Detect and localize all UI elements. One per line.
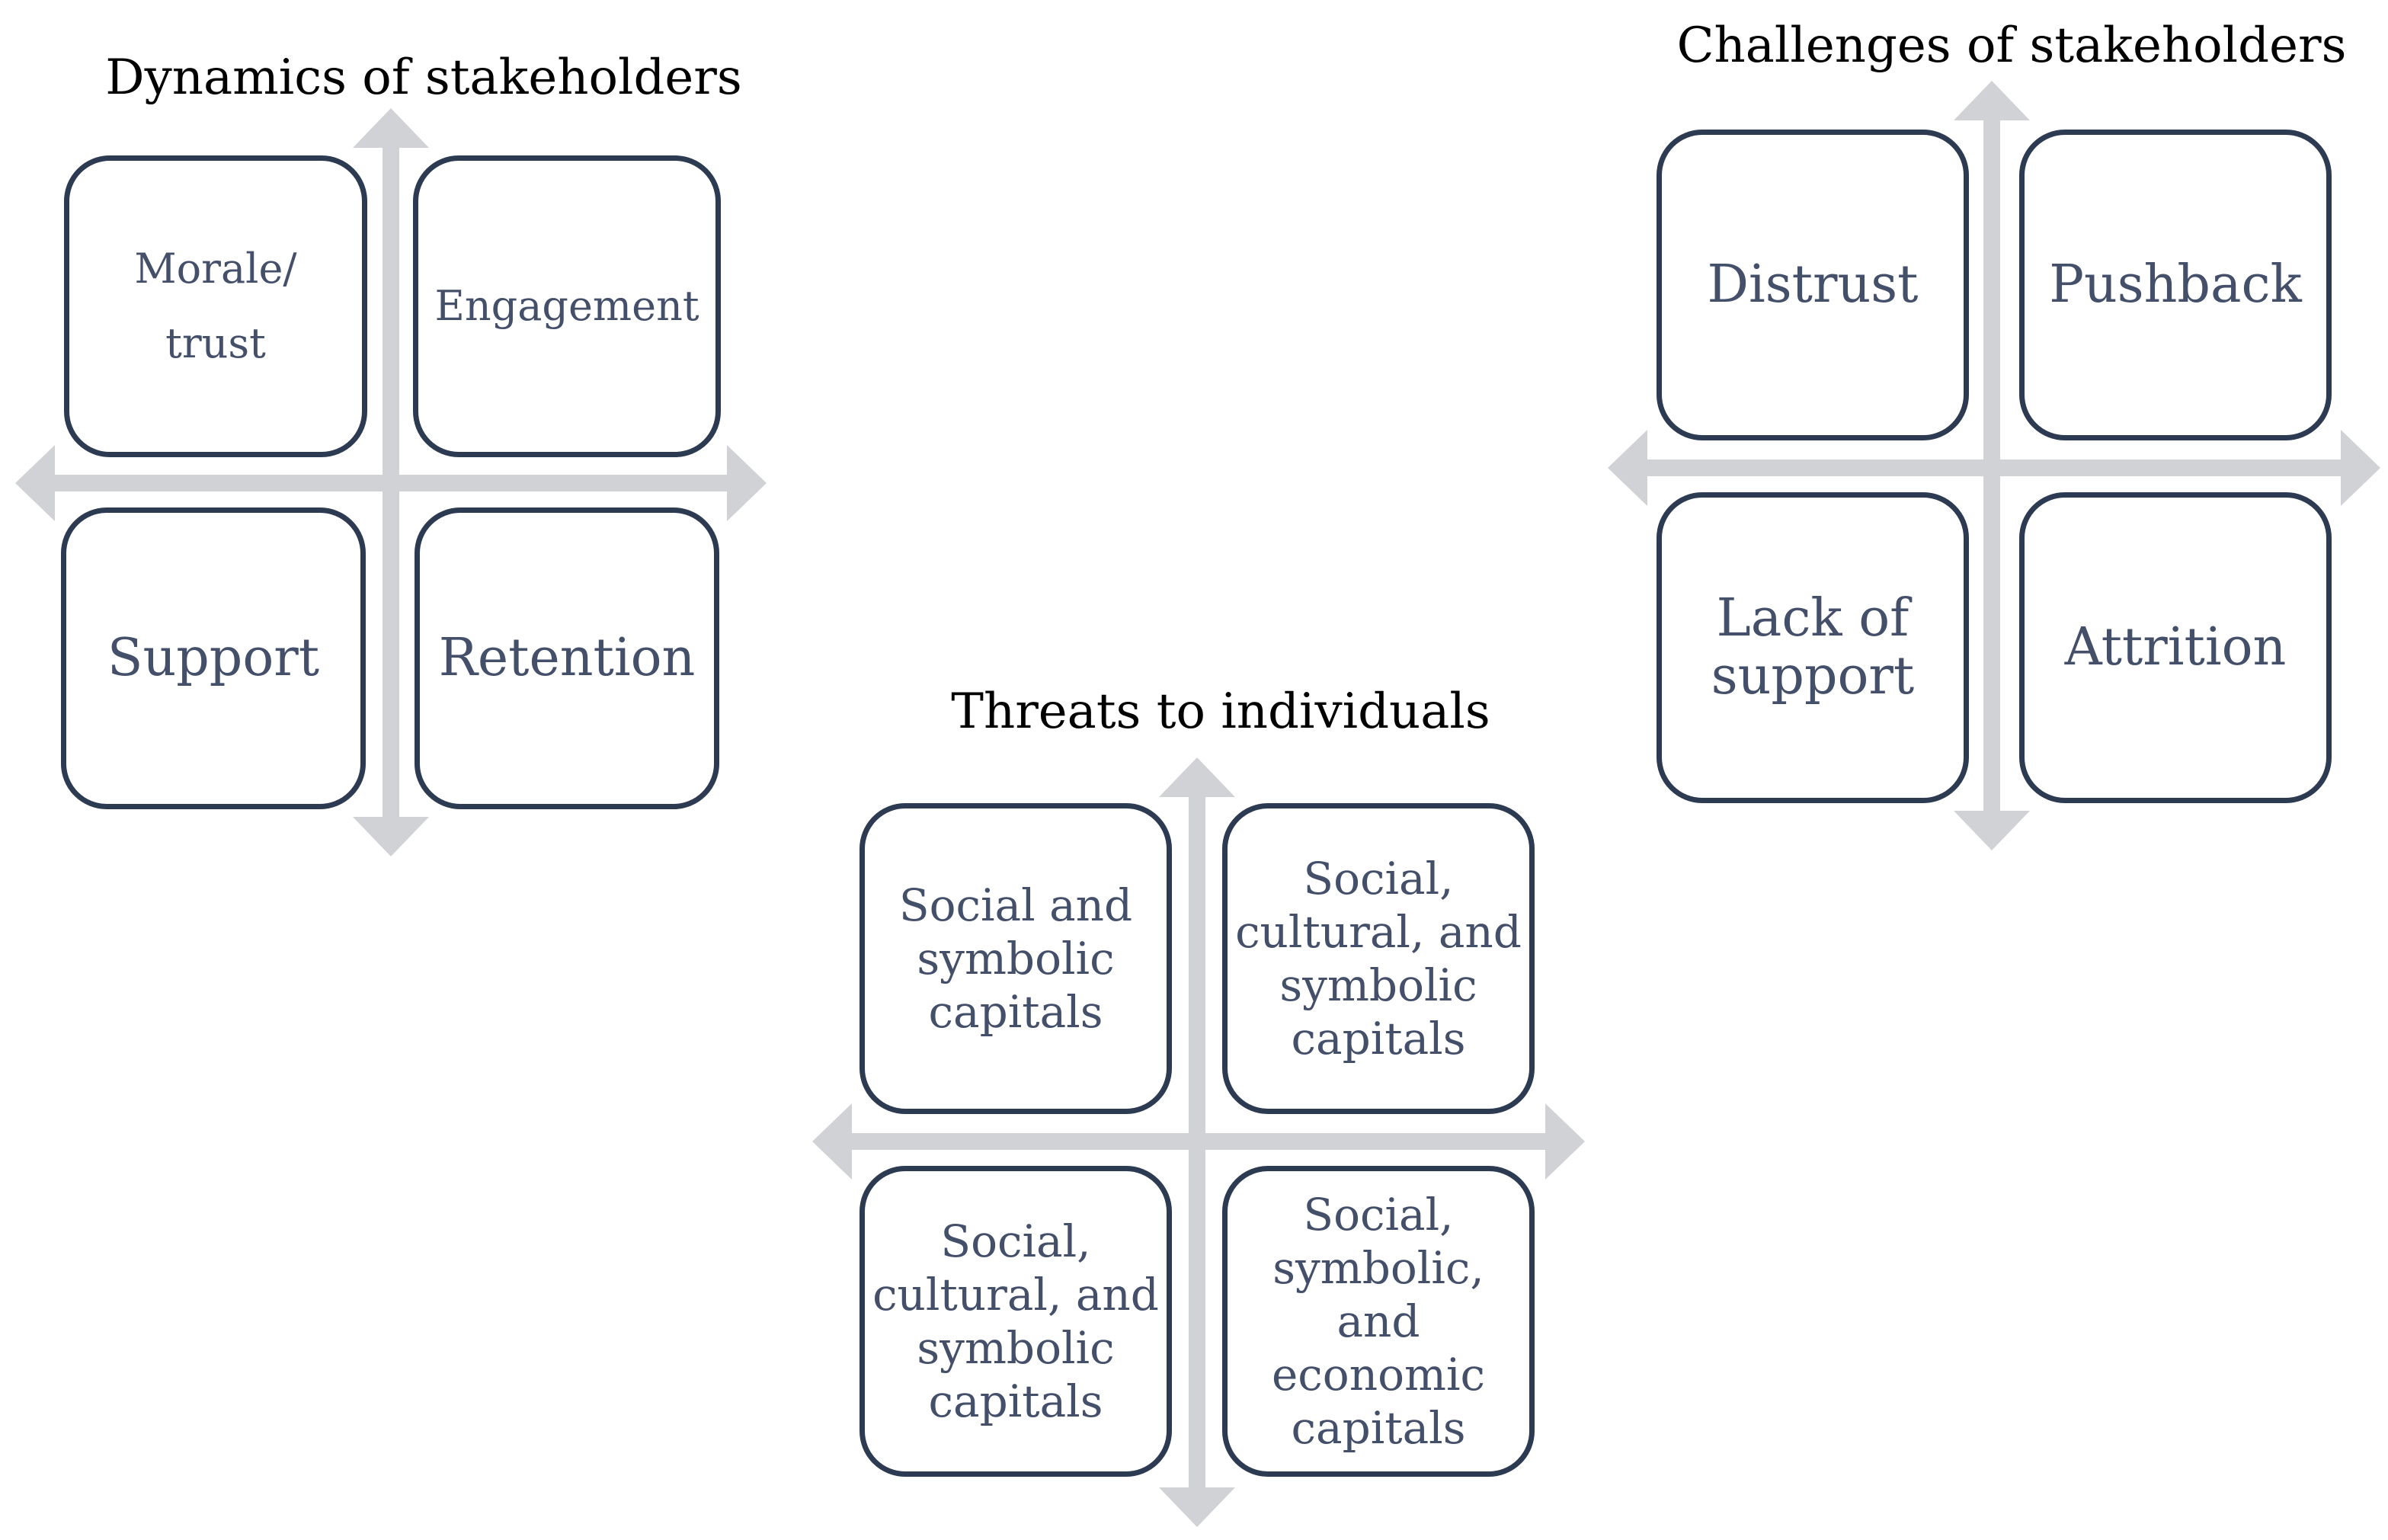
threats-box-bottom-right-label: Social, symbolic, and economic capitals	[1271, 1189, 1486, 1454]
challenges-box-top-left-label: Distrust	[1707, 255, 1919, 315]
challenges-box-bottom-right: Attrition	[2019, 492, 2332, 803]
challenges-axis-cross	[1608, 81, 2380, 850]
challenges-box-bottom-left-label: Lack of support	[1711, 588, 1915, 706]
dynamics-axis-cross	[15, 108, 767, 856]
threats-box-top-left-label: Social and symbolic capitals	[898, 879, 1133, 1038]
dynamics-title: Dynamics of stakeholders	[105, 50, 742, 106]
threats-box-top-left: Social and symbolic capitals	[859, 803, 1172, 1114]
threats-box-bottom-left: Social, cultural, and symbolic capitals	[859, 1166, 1172, 1477]
dynamics-box-top-left: Morale/ trust	[64, 155, 367, 457]
threats-box-top-right: Social, cultural, and symbolic capitals	[1222, 803, 1535, 1114]
dynamics-box-top-right: Engagement	[413, 155, 721, 457]
challenges-box-top-right-label: Pushback	[2049, 255, 2302, 315]
challenges-box-bottom-right-label: Attrition	[2064, 617, 2287, 677]
dynamics-box-bottom-right: Retention	[415, 507, 719, 809]
dynamics-box-bottom-left: Support	[61, 507, 366, 809]
threats-box-top-right-label: Social, cultural, and symbolic capitals	[1235, 853, 1522, 1065]
dynamics-box-top-left-label: Morale/ trust	[134, 245, 297, 367]
threats-axis-cross	[812, 757, 1585, 1527]
dynamics-box-top-right-label: Engagement	[434, 282, 699, 330]
dynamics-box-bottom-left-label: Support	[107, 628, 320, 688]
challenges-box-bottom-left: Lack of support	[1657, 492, 1969, 803]
threats-box-bottom-right: Social, symbolic, and economic capitals	[1222, 1166, 1535, 1477]
challenges-title: Challenges of stakeholders	[1676, 18, 2347, 74]
challenges-box-top-right: Pushback	[2019, 130, 2332, 440]
threats-title: Threats to individuals	[951, 684, 1490, 740]
dynamics-box-bottom-right-label: Retention	[438, 628, 696, 688]
threats-box-bottom-left-label: Social, cultural, and symbolic capitals	[872, 1215, 1159, 1427]
challenges-box-top-left: Distrust	[1657, 130, 1969, 440]
